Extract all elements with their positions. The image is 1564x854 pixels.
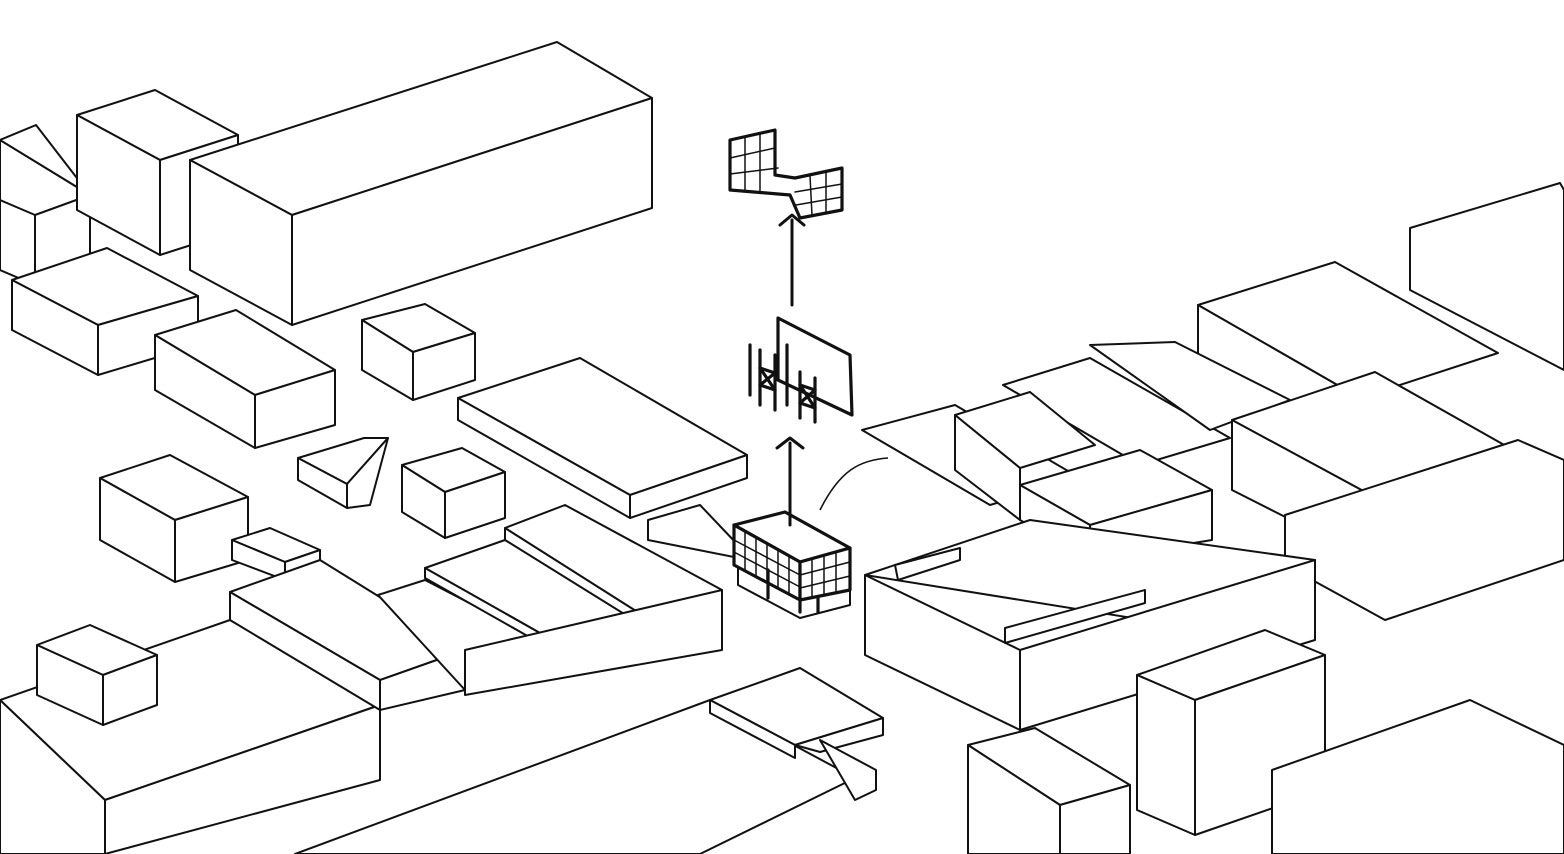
context-building-right-tall [1409,182,1564,371]
facade-grid-panel [728,128,844,220]
up-arrow-upper [778,213,806,307]
up-arrow-lower [775,436,805,527]
context-building-low-left [11,247,199,376]
context-building-front-right-2 [1271,699,1564,854]
structural-frame-bracing [748,316,854,424]
context-building-front-left-cube [36,624,158,726]
context-building-mid-right [861,341,1291,521]
context-building-small-cube [361,303,476,401]
context-building-mid-left [154,309,336,449]
context-building-row-mid [229,527,466,711]
context-building-front-right-1 [967,727,1131,854]
context-building-wedge [297,437,389,509]
context-building-cube-center [401,447,506,539]
context-building-front-center-long [294,667,884,854]
facade-grid-building [732,510,852,614]
context-building-center-right-large [864,519,1316,731]
context-building-left-low-2 [99,454,249,583]
context-building-long-slab [189,41,653,326]
street-curve [819,457,889,511]
context-building-right-tower [1136,629,1326,836]
context-building-row-mid-2 [377,504,723,696]
context-building-right-block [1231,371,1564,621]
context-building-flat-center [457,357,748,519]
context-building-front-left-long [0,619,381,854]
